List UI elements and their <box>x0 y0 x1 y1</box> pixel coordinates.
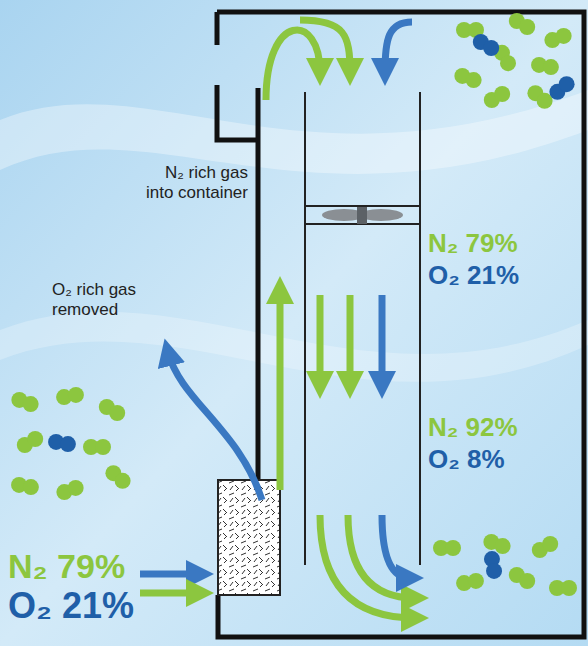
gas-atom <box>109 405 125 421</box>
gas-atom <box>27 431 43 447</box>
gas-atom <box>95 439 111 455</box>
flow-arrows <box>140 20 415 618</box>
gas-percentage: N₂ 79% <box>428 228 518 259</box>
background-swoosh <box>0 90 588 174</box>
flow-note: N₂ rich gas into container <box>136 163 248 204</box>
gas-atom <box>466 72 482 88</box>
gas-atom <box>542 536 558 552</box>
gas-atom <box>495 538 511 554</box>
gas-molecules <box>11 13 577 596</box>
gas-atom <box>23 396 39 412</box>
gas-percentage: N₂ 79% <box>8 546 125 587</box>
gas-atom <box>556 28 572 44</box>
gas-atom <box>468 573 484 589</box>
gas-atom <box>559 76 575 92</box>
container-wall <box>217 12 584 637</box>
gas-atom <box>561 580 577 596</box>
air-duct <box>305 92 420 565</box>
gas-atom <box>60 436 76 452</box>
gas-atom <box>494 86 510 102</box>
gas-atom <box>68 480 84 496</box>
gas-atom <box>500 55 516 71</box>
gas-atom <box>445 540 461 556</box>
gas-percentage: N₂ 92% <box>428 412 518 443</box>
flow-note: O₂ rich gas removed <box>52 280 172 321</box>
gas-atom <box>115 473 131 489</box>
membrane-filter <box>218 480 280 595</box>
gas-atom <box>486 563 502 579</box>
gas-percentage: O₂ 21% <box>8 584 134 627</box>
background-swoosh <box>0 312 588 382</box>
gas-atom <box>23 479 39 495</box>
gas-atom <box>519 19 535 35</box>
gas-percentage: O₂ 8% <box>428 444 505 475</box>
gas-atom <box>68 387 84 403</box>
gas-atom <box>543 59 559 75</box>
gas-atom <box>483 40 499 56</box>
fan <box>305 206 420 224</box>
gas-percentage: O₂ 21% <box>428 260 519 291</box>
gas-atom <box>519 573 535 589</box>
